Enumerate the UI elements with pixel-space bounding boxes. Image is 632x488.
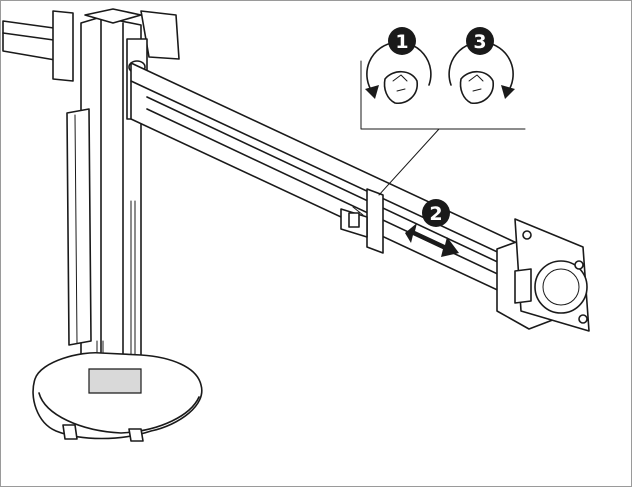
extension-arm — [130, 62, 522, 302]
callout-panel — [360, 60, 526, 196]
step-badge-1: 1 — [388, 27, 416, 55]
hand-rotate-cw-icon — [448, 41, 515, 105]
svg-text:2: 2 — [429, 203, 442, 225]
svg-text:1: 1 — [395, 31, 408, 53]
vesa-mount — [496, 218, 590, 332]
step-badge-3: 3 — [466, 27, 494, 55]
svg-text:3: 3 — [473, 31, 486, 53]
double-arrow-icon — [405, 223, 459, 257]
top-crossbar — [2, 10, 180, 82]
step-badge-2: 2 — [422, 199, 450, 227]
base-plate — [32, 351, 203, 442]
